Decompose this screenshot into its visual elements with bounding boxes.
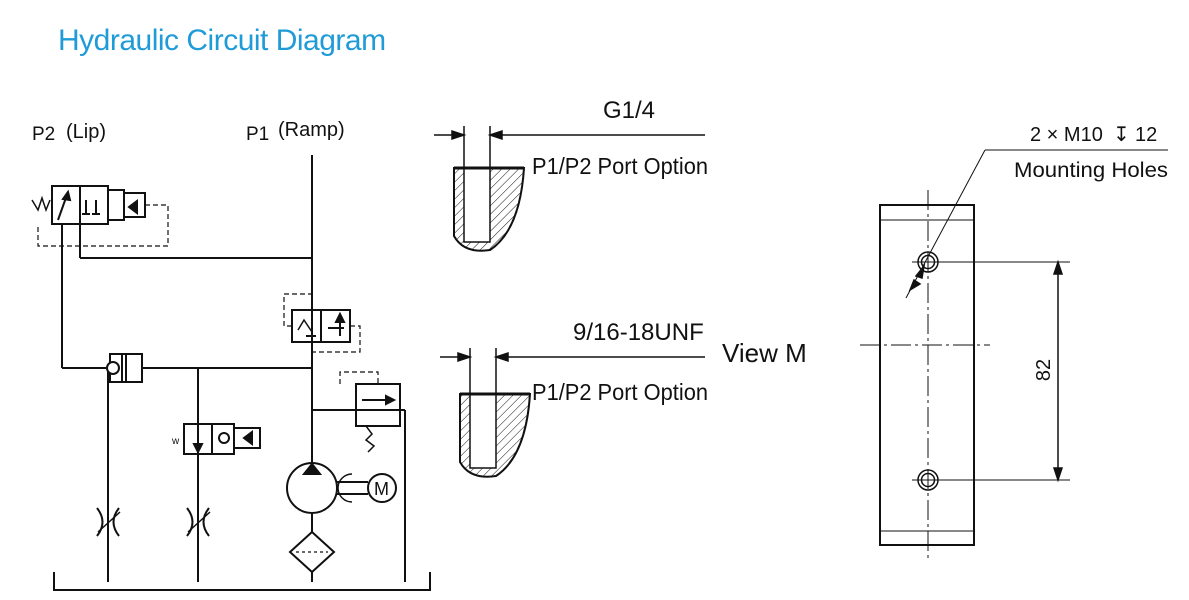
port-option-thread: 9/16-18UNF — [573, 319, 704, 346]
pilot-valve-p1 — [283, 293, 361, 353]
holes-depth-symbol: ↧ — [1113, 124, 1130, 146]
pilot-check-valve — [106, 353, 143, 383]
port-p2-name: (Lip) — [66, 121, 106, 143]
motor — [367, 473, 397, 503]
relief-valve — [339, 371, 401, 453]
port-option-caption: P1/P2 Port Option — [532, 379, 708, 405]
mounting-hole-top — [912, 251, 944, 273]
view-label: View M — [722, 338, 807, 368]
page-title: Hydraulic Circuit Diagram — [58, 24, 386, 57]
holes-depth: 12 — [1135, 124, 1157, 146]
port-option-thread: G1/4 — [603, 97, 655, 124]
tank — [53, 572, 431, 591]
filter — [288, 530, 336, 574]
port-option-g14: G1/4 P1/P2 Port Option — [434, 97, 708, 252]
port-p1-prefix: P1 — [246, 124, 269, 145]
holes-spec-prefix: 2 × M10 — [1030, 124, 1103, 146]
svg-text:w: w — [171, 436, 180, 447]
port-option-caption: P1/P2 Port Option — [532, 153, 708, 179]
motor-label: M — [374, 479, 389, 499]
solenoid-valve-top — [31, 185, 169, 247]
port-p2-prefix: P2 — [32, 124, 55, 145]
port-option-unf: 9/16-18UNF P1/P2 Port Option — [440, 319, 708, 478]
throttle-valve-1 — [96, 507, 121, 537]
holes-caption: Mounting Holes — [1014, 159, 1168, 182]
hole-spacing: 82 — [1033, 359, 1055, 381]
port-p1-name: (Ramp) — [278, 119, 345, 141]
circuit-schematic: P2 (Lip) P1 (Ramp) — [31, 119, 431, 591]
mounting-block: 82 2 × M10 ↧ 12 Mounting Holes — [860, 124, 1168, 562]
pump-motor: M — [286, 462, 397, 514]
solenoid-check-valve: w — [171, 423, 261, 455]
throttle-valve-2 — [186, 507, 211, 537]
